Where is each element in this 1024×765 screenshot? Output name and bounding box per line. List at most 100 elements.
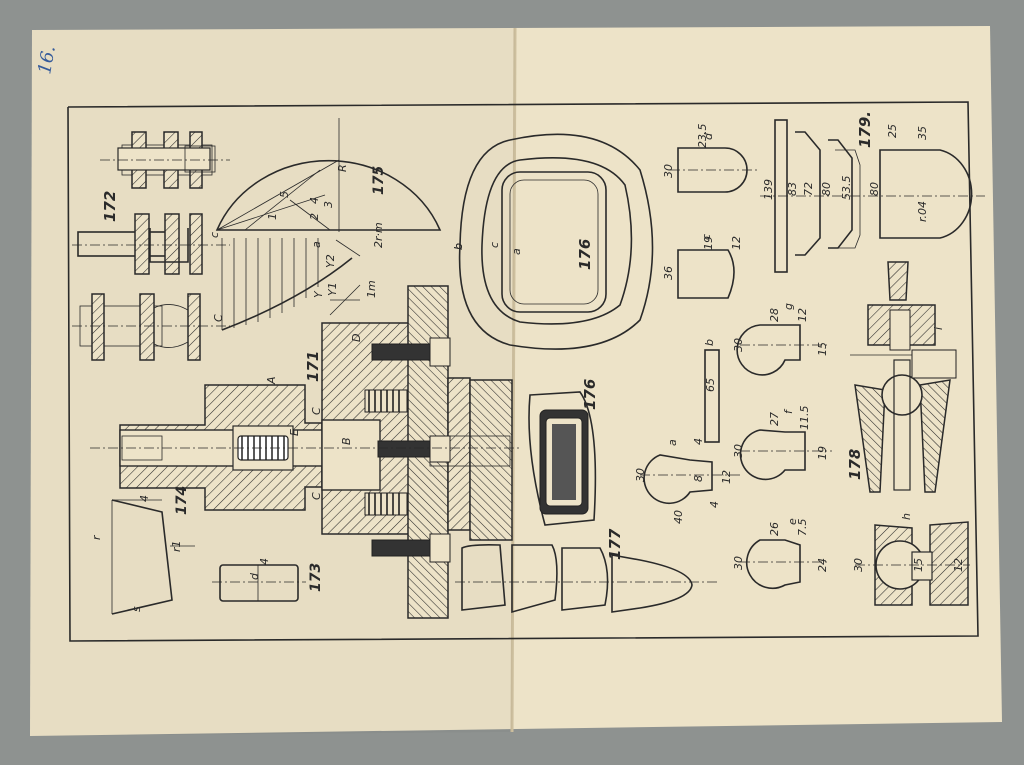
- fig175-label-2rm: 2r·m: [372, 222, 385, 248]
- fig178-c-dim1: 36: [662, 266, 675, 280]
- fig175-label-R: R: [336, 164, 349, 172]
- fig175-label-b: b: [452, 243, 465, 250]
- fig171-label-A: A: [265, 376, 278, 385]
- fig178-h-letter: h: [900, 513, 913, 520]
- fig175-label-C: C: [212, 314, 225, 322]
- figure-171-number: 171: [304, 351, 322, 382]
- fig175-label-Y2: Y2: [324, 254, 337, 268]
- figure-176-number: 176: [576, 239, 594, 270]
- fig178-c-letter: c: [700, 234, 713, 240]
- border-frame: [67, 101, 979, 642]
- fig178-d-dim2: 23.5: [696, 124, 709, 149]
- fig178-d-letter: d: [702, 132, 715, 140]
- center-fold: [510, 27, 517, 733]
- fig175-label-2: 2: [308, 213, 321, 220]
- fig175-semicircle: [215, 159, 442, 231]
- fig176-label-c: c: [488, 242, 501, 248]
- figure-171: 171 A B C C D E: [90, 285, 520, 619]
- fig171-spring-E: [237, 435, 289, 461]
- fig176-pictorial: [528, 391, 597, 526]
- fig178-g-letter: g: [782, 303, 795, 310]
- paper-sheet: [30, 26, 1002, 736]
- fig176-outline-c: [481, 157, 633, 325]
- fig176-outline-a: [501, 171, 607, 313]
- fig178-a-dim4: 12: [720, 470, 733, 484]
- fig178-view-i: i: [850, 261, 957, 493]
- fig178-b-letter: b: [703, 339, 716, 346]
- fig176-label-a: a: [510, 248, 523, 255]
- fig179-dim-53.5: 53.5: [840, 176, 853, 201]
- fig178-e-dim2: 26: [768, 522, 781, 536]
- fig171-label-E: E: [288, 429, 301, 436]
- fig171-spring-top: [364, 389, 408, 413]
- figure-172-number: 172: [101, 191, 119, 222]
- fig175-label-Y1: Y1: [326, 282, 339, 296]
- fig178-a-dim1: 30: [634, 468, 647, 482]
- fig178-e-dim1: 30: [732, 556, 745, 570]
- fig178-a-dim5: 4: [708, 501, 721, 508]
- fig178-view-f: f 30 27 11.5 19: [732, 406, 832, 481]
- fig175-label-3: 3: [322, 201, 335, 208]
- fig178-g-dim4: 15: [816, 342, 829, 356]
- fig179-dim-35: 35: [916, 126, 929, 140]
- fig176-outline-b: [458, 133, 654, 350]
- fig175-ordinate-lines: [221, 238, 319, 330]
- fig178-e-letter: e: [786, 518, 799, 525]
- fig178-view-b: b 65 4: [692, 339, 720, 445]
- fig171-label-C2: C: [310, 492, 323, 500]
- page-number: 16.: [34, 44, 60, 76]
- fig178-f-dim2: 27: [768, 412, 781, 426]
- fig179-dim-83: 83: [786, 182, 799, 196]
- fig174-label-r1: r1: [170, 540, 183, 552]
- fig174-label-s: s: [130, 606, 143, 612]
- fig178-view-h: h 30 15 12: [852, 513, 970, 606]
- figure-178: d 30 23.5 c 36 19 12 b 65 4 g 30 28 12 1…: [634, 124, 970, 606]
- fig175-label-Y: Y: [312, 290, 325, 298]
- fig179-profile: [879, 149, 973, 239]
- fig175-curve: [221, 257, 353, 331]
- fig171-label-B: B: [340, 437, 353, 445]
- figure-173-number: 173: [308, 563, 324, 592]
- figure-175: 175 R a b c C 1 2 3 4 5 Y1 Y2 Y 1m 2r·m: [208, 118, 465, 331]
- figure-172: 172: [72, 131, 230, 361]
- fig178-view-a: a 30 40 8 12 4: [634, 439, 740, 524]
- fig178-h-dim2: 15: [912, 558, 925, 572]
- fig178-e-dim3: 7.5: [796, 519, 809, 537]
- fig178-f-letter: f: [782, 408, 795, 414]
- fig178-a-dim3: 8: [692, 475, 705, 482]
- fig171-part-B: [321, 419, 381, 491]
- fig171-bolt-bottom: [371, 533, 451, 563]
- fig171-spring-bottom: [364, 492, 408, 516]
- fig178-f-dim1: 30: [732, 444, 745, 458]
- fig171-bolt-mid: [377, 435, 451, 463]
- fig178-f-dim4: 19: [816, 446, 829, 460]
- fig178-a-dim2: 40: [672, 510, 685, 524]
- figure-179: 179. 139 83 72 80 53.5 80 25 35 r.04: [760, 111, 985, 273]
- fig178-d-dim1: 30: [662, 164, 675, 178]
- fig171-bolt-top: [371, 337, 451, 367]
- fig179-dim-80a: 80: [820, 182, 833, 196]
- fig179-dim-139: 139: [762, 179, 775, 200]
- figure-174: 174 r 4 r1 s: [90, 486, 195, 615]
- fig178-f-dim3: 11.5: [798, 406, 811, 431]
- fig178-h-dim3: 12: [952, 558, 965, 572]
- figure-176-number-pictorial: 176: [581, 379, 599, 410]
- fig179-dim-80b: 80: [868, 182, 881, 196]
- fig179-dim-25: 25: [886, 124, 899, 138]
- figure-174-number: 174: [174, 486, 190, 515]
- figure-179-number: 179.: [856, 111, 874, 148]
- fig178-c-dim2: 19: [702, 236, 715, 250]
- figure-173: 173 d 4: [212, 558, 324, 602]
- fig178-b-dim1: 65: [704, 378, 717, 392]
- figure-177: 177: [455, 528, 720, 614]
- fig171-label-D: D: [350, 334, 363, 342]
- figure-175-number: 175: [371, 166, 387, 195]
- figure-178-number: 178: [846, 449, 864, 480]
- fig179-dim-r04: r.04: [916, 201, 929, 222]
- fig171-label-C1: C: [310, 407, 323, 415]
- fig173-label-d: d: [248, 572, 261, 580]
- fig174-label-4: 4: [138, 495, 151, 502]
- fig178-e-dim4: 24: [816, 558, 829, 572]
- fig178-i-letter: i: [932, 327, 945, 330]
- fig178-a-letter: a: [666, 439, 679, 446]
